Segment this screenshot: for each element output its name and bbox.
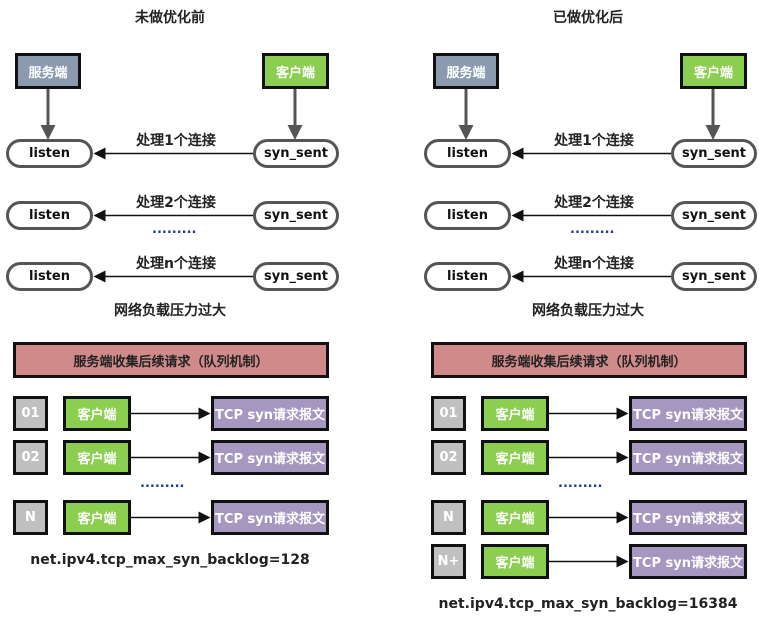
queue-client: 客户端 (63, 500, 131, 535)
queue-index: 02 (431, 440, 466, 475)
queue-index: 01 (13, 396, 48, 431)
queue-client: 客户端 (481, 396, 549, 431)
client-box: 客户端 (262, 53, 329, 89)
queue-client: 客户端 (481, 544, 549, 579)
syn-packet: TCP syn请求报文 (211, 500, 329, 535)
server-box: 服务端 (15, 53, 81, 89)
connection-label: 处理n个连接 (554, 256, 634, 272)
queue-index: 01 (431, 396, 466, 431)
listen-state: listen (424, 139, 511, 168)
panel-title: 已做优化后 (553, 10, 623, 26)
queue-index: N (13, 500, 48, 535)
queue-index: N+ (431, 544, 466, 579)
load-note: 网络负载压力过大 (532, 303, 644, 319)
syn-packet: TCP syn请求报文 (629, 396, 747, 431)
listen-state: listen (6, 201, 93, 230)
queue-client: 客户端 (481, 440, 549, 475)
connection-label: 处理n个连接 (136, 256, 216, 272)
queue-client: 客户端 (63, 440, 131, 475)
queue-index: 02 (13, 440, 48, 475)
connection-label: 处理1个连接 (136, 133, 216, 149)
syn-packet: TCP syn请求报文 (211, 440, 329, 475)
syn-sent-state: syn_sent (253, 201, 339, 230)
syn-sent-state: syn_sent (671, 262, 757, 291)
queue-ellipsis: ......... (140, 476, 185, 491)
panel-title: 未做优化前 (135, 10, 205, 26)
client-box: 客户端 (680, 53, 747, 89)
syn-packet: TCP syn请求报文 (211, 396, 329, 431)
queue-index: N (431, 500, 466, 535)
connection-label: 处理1个连接 (554, 133, 634, 149)
syn-packet: TCP syn请求报文 (629, 440, 747, 475)
queue-client: 客户端 (481, 500, 549, 535)
queue-client: 客户端 (63, 396, 131, 431)
syn-packet: TCP syn请求报文 (629, 544, 747, 579)
backlog-setting: net.ipv4.tcp_max_syn_backlog=128 (30, 552, 310, 568)
connection-ellipsis: ......... (570, 222, 615, 237)
queue-ellipsis: ......... (558, 476, 603, 491)
syn-sent-state: syn_sent (671, 139, 757, 168)
syn-sent-state: syn_sent (671, 201, 757, 230)
server-box: 服务端 (433, 53, 499, 89)
listen-state: listen (424, 201, 511, 230)
connection-label: 处理2个连接 (554, 195, 634, 211)
listen-state: listen (6, 139, 93, 168)
syn-sent-state: syn_sent (253, 139, 339, 168)
listen-state: listen (424, 262, 511, 291)
backlog-setting: net.ipv4.tcp_max_syn_backlog=16384 (438, 596, 738, 612)
connection-label: 处理2个连接 (136, 195, 216, 211)
syn-packet: TCP syn请求报文 (629, 500, 747, 535)
syn-sent-state: syn_sent (253, 262, 339, 291)
queue-banner: 服务端收集后续请求（队列机制） (13, 342, 329, 378)
listen-state: listen (6, 262, 93, 291)
connection-ellipsis: ......... (152, 222, 197, 237)
load-note: 网络负载压力过大 (114, 303, 226, 319)
queue-banner: 服务端收集后续请求（队列机制） (431, 342, 747, 378)
